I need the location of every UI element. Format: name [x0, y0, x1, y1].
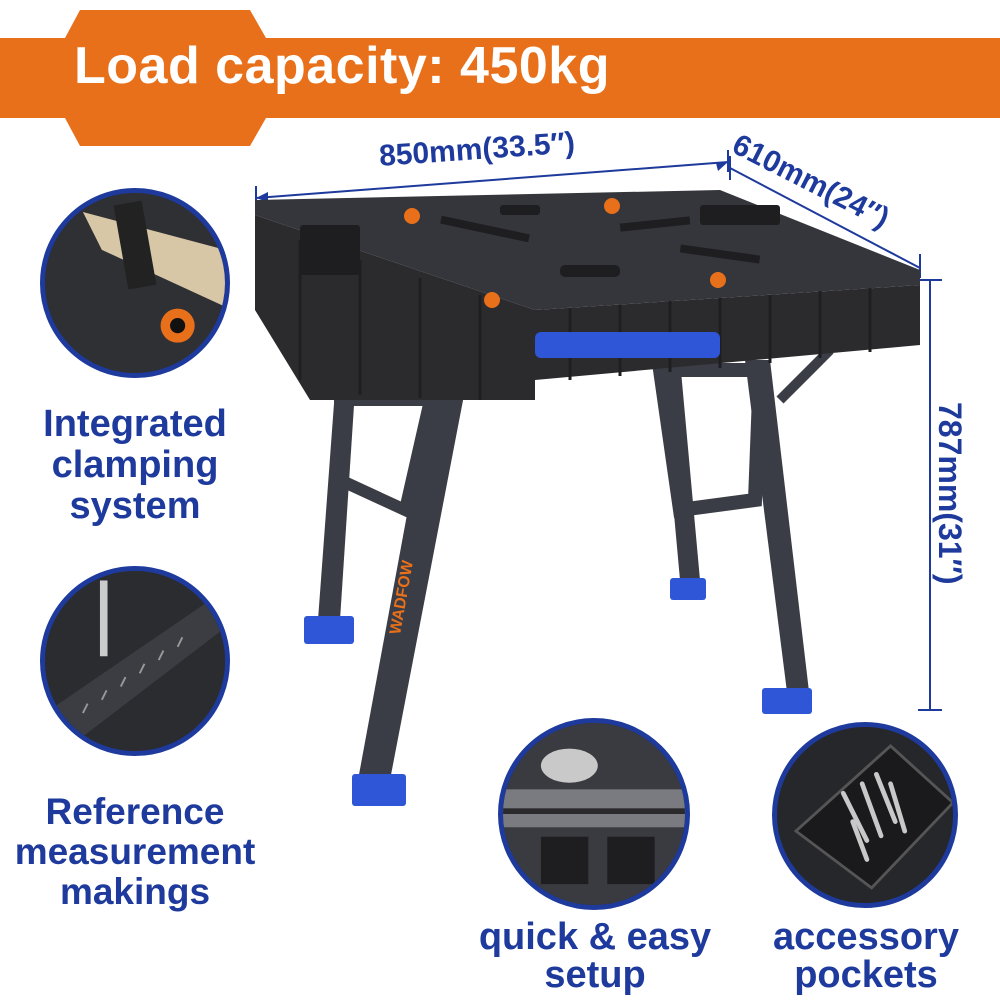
feature-label-measurement: Reference measurement makings	[14, 791, 256, 912]
front-right-foot	[352, 774, 406, 806]
carry-handle	[535, 332, 720, 358]
feature-label-pockets: accessory pockets	[773, 916, 959, 996]
clamping-detail-image	[40, 188, 230, 378]
back-right-foot	[762, 688, 812, 714]
back-left-foot	[670, 578, 706, 600]
feature-label-setup: quick & easy setup	[478, 916, 712, 996]
measurement-detail-image	[40, 566, 230, 756]
height-dimension-line	[918, 279, 942, 711]
pockets-detail-image	[772, 722, 958, 908]
load-capacity-title: Load capacity: 450kg	[74, 37, 610, 95]
top-banner	[0, 10, 1000, 146]
feature-label-clamping: Integrated clamping system	[43, 403, 227, 528]
workbench-illustration: WADFOW	[255, 190, 920, 806]
width-dimension-line	[255, 150, 729, 208]
front-left-foot	[304, 616, 354, 644]
setup-detail-image	[498, 718, 690, 910]
